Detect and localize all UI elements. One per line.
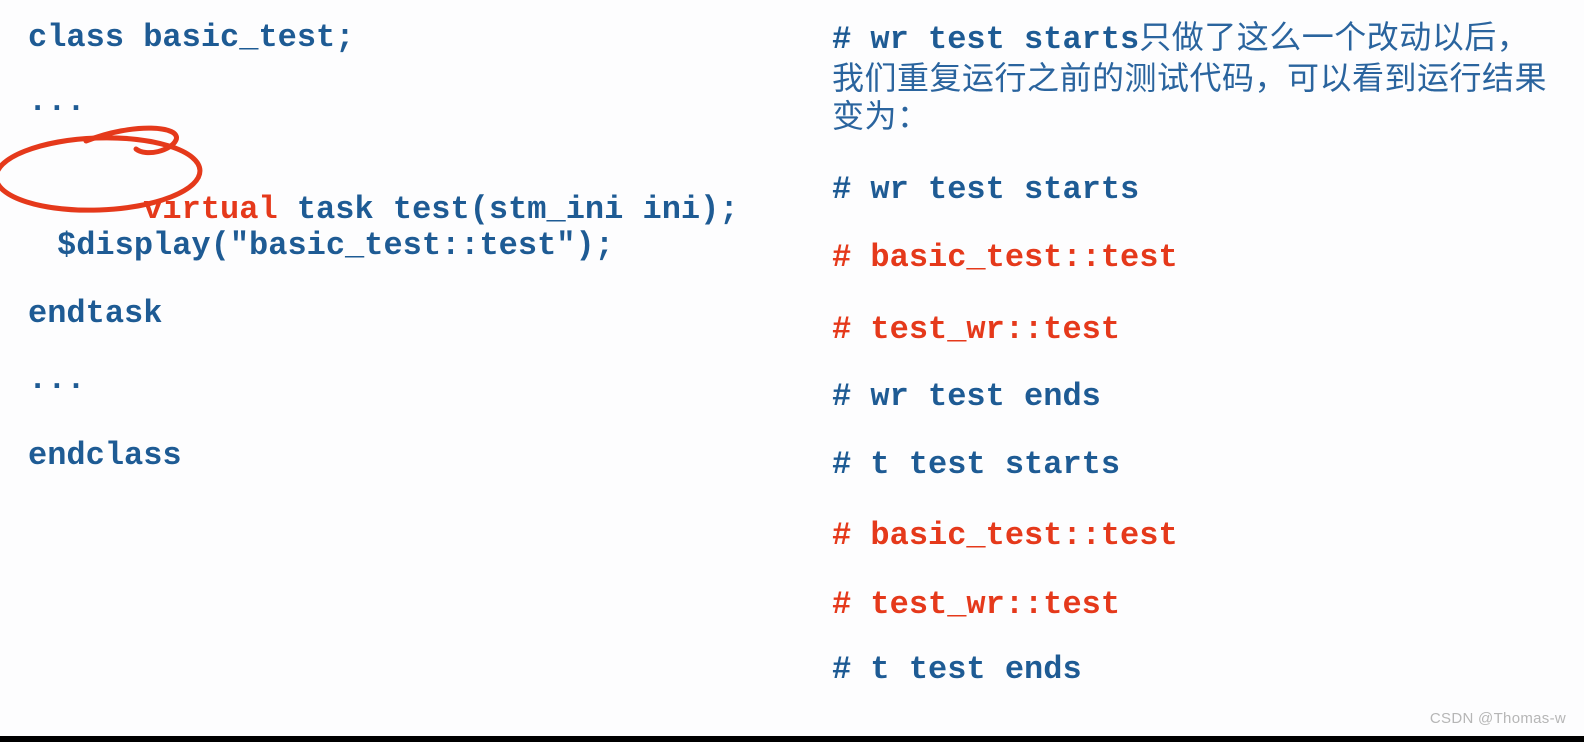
code-line-endclass: endclass bbox=[28, 437, 182, 474]
code-line-endtask: endtask bbox=[28, 295, 163, 332]
csdn-watermark: CSDN @Thomas-w bbox=[1429, 710, 1566, 727]
console-line-t-test-starts: # t test starts bbox=[832, 446, 1121, 483]
code-line-task-decl: virtual task test(stm_ini ini); bbox=[28, 162, 739, 258]
intro-code-prefix: # wr test starts bbox=[832, 21, 1140, 58]
console-line-basic-test: # basic_test::test bbox=[832, 239, 1178, 276]
code-line-ellipsis-2: ... bbox=[28, 361, 86, 398]
task-declaration-rest: task test(stm_ini ini); bbox=[277, 191, 739, 228]
console-line-basic-test-2: # basic_test::test bbox=[832, 517, 1178, 554]
intro-line-3: 变为： bbox=[832, 98, 930, 134]
code-line-class-decl: class basic_test; bbox=[28, 19, 355, 56]
code-line-display-stmt: $display("basic_test::test"); bbox=[57, 227, 614, 264]
intro-chinese-1: 只做了这么一个改动以后， bbox=[1139, 19, 1530, 55]
console-line-t-test-ends: # t test ends bbox=[832, 651, 1082, 688]
console-line-wr-test-ends: # wr test ends bbox=[832, 378, 1101, 415]
code-line-ellipsis-1: ... bbox=[28, 83, 86, 120]
intro-paragraph: # wr test starts只做了这么一个改动以后， 我们重复运行之前的测试… bbox=[832, 18, 1572, 135]
virtual-keyword: virtual bbox=[143, 191, 278, 228]
intro-line-2: 我们重复运行之前的测试代码，可以看到运行结果 bbox=[832, 60, 1548, 96]
intro-line-1: # wr test starts只做了这么一个改动以后， bbox=[832, 18, 1572, 59]
console-line-wr-test-starts: # wr test starts bbox=[832, 171, 1140, 208]
console-line-test-wr: # test_wr::test bbox=[832, 311, 1121, 348]
console-line-test-wr-2: # test_wr::test bbox=[832, 586, 1121, 623]
bottom-border bbox=[0, 736, 1584, 742]
